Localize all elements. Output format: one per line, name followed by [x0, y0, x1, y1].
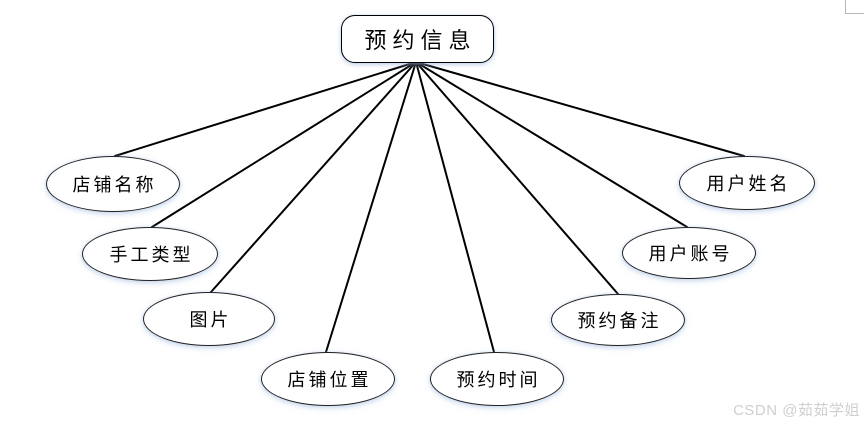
attribute-ellipse-shop-name: 店铺名称	[46, 156, 180, 212]
attribute-label-user-name: 用户姓名	[706, 174, 791, 194]
page-corner-mark	[845, 0, 864, 14]
connector-line-reservation-note	[415, 61, 619, 295]
attribute-ellipse-user-account: 用户账号	[622, 227, 756, 279]
connector-line-user-name	[415, 61, 745, 157]
entity-box: 预约信息	[341, 15, 494, 63]
connector-line-user-account	[415, 61, 688, 228]
watermark: CSDN @茹茹学姐	[733, 402, 860, 419]
attribute-label-shop-location: 店铺位置	[287, 370, 372, 390]
connector-line-shop-name	[114, 61, 417, 157]
connector-line-handicraft-type	[151, 61, 417, 228]
attribute-label-picture: 图片	[189, 310, 232, 330]
attribute-ellipse-shop-location: 店铺位置	[261, 352, 395, 406]
attribute-ellipse-reservation-time: 预约时间	[430, 352, 564, 406]
entity-label: 预约信息	[364, 28, 477, 53]
attribute-label-shop-name: 店铺名称	[72, 175, 157, 195]
attribute-ellipse-reservation-note: 预约备注	[551, 294, 685, 346]
attribute-label-reservation-note: 预约备注	[577, 311, 662, 331]
attribute-label-reservation-time: 预约时间	[456, 370, 541, 390]
attribute-label-handicraft-type: 手工类型	[109, 245, 194, 265]
attribute-ellipse-user-name: 用户姓名	[679, 156, 815, 210]
connector-line-reservation-time	[415, 61, 495, 353]
connector-line-shop-location	[325, 61, 417, 353]
attribute-label-user-account: 用户账号	[648, 244, 733, 264]
connector-line-picture	[210, 61, 417, 293]
attribute-ellipse-picture: 图片	[143, 292, 275, 346]
attribute-ellipse-handicraft-type: 手工类型	[82, 227, 218, 281]
